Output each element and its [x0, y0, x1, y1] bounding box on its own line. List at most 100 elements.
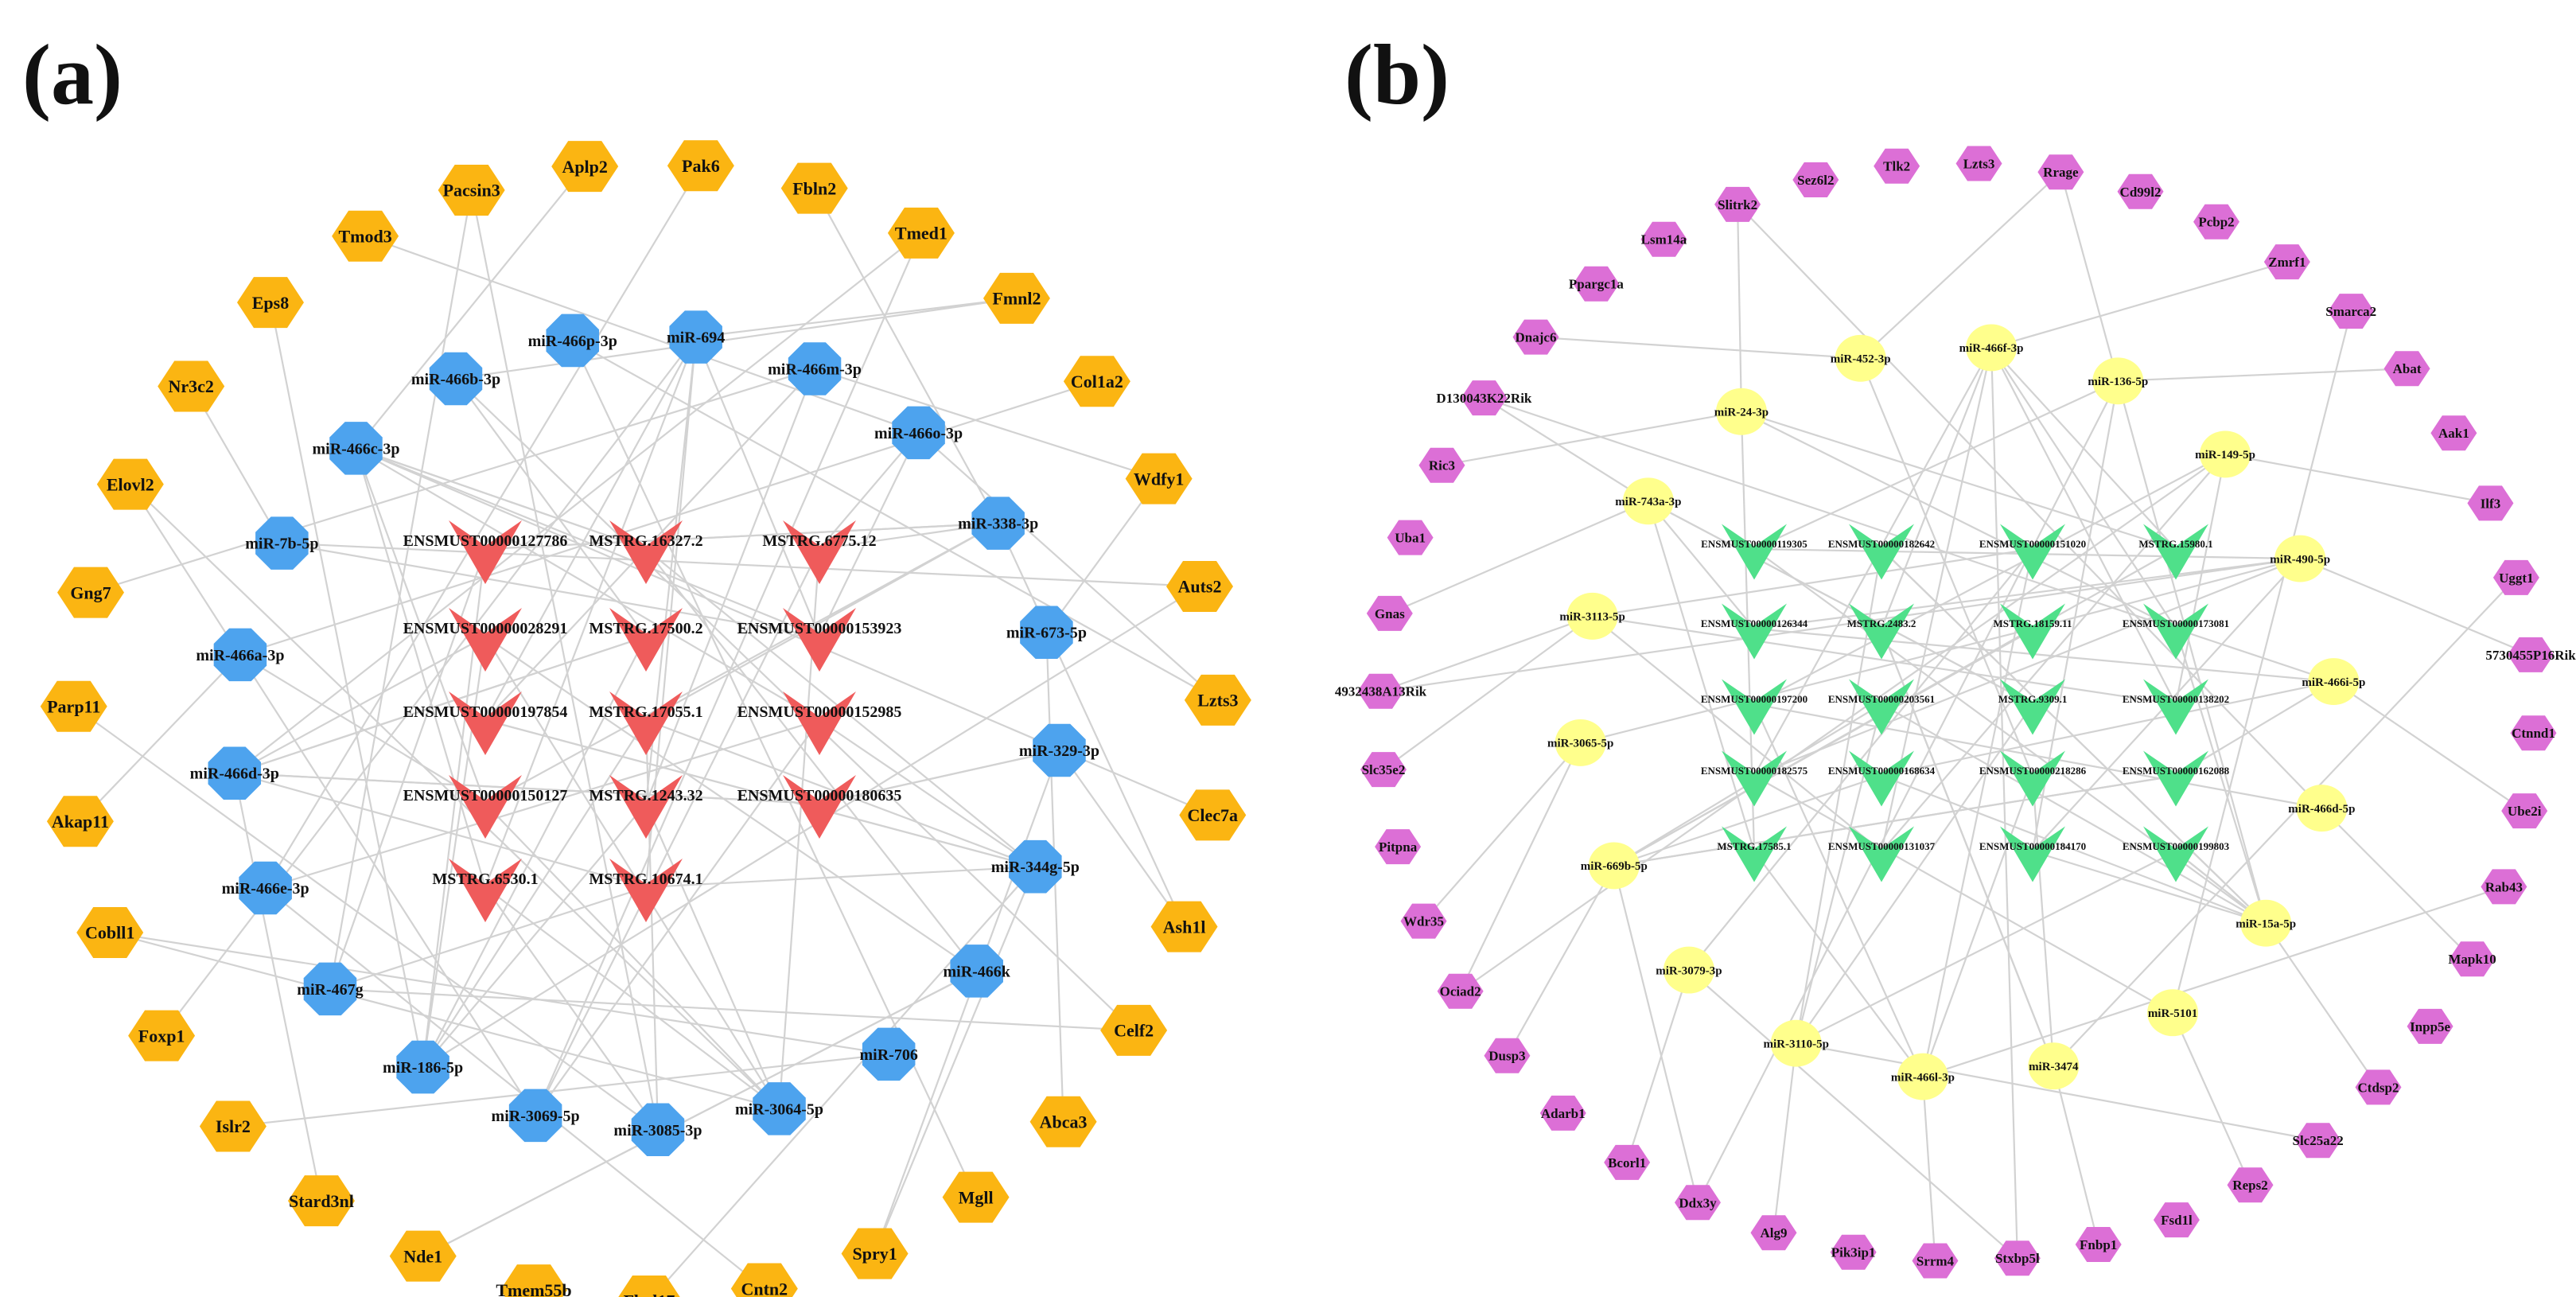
mirna-node: miR-673-5p — [1006, 606, 1087, 660]
mrna-label: Ppargc1a — [1569, 277, 1624, 292]
mrna-label: Mapk10 — [2448, 952, 2496, 967]
lncrna-label: ENSMUST00000162088 — [2123, 765, 2230, 777]
edge-lnc-mirna — [484, 636, 978, 972]
edge-mirna-mrna — [1922, 886, 2504, 1078]
mirna-node: miR-3474 — [2028, 1042, 2080, 1090]
mrna-shape — [983, 272, 1050, 324]
edge-mirna-mrna — [2299, 558, 2531, 656]
mrna-node: Ppargc1a — [1569, 266, 1624, 302]
mrna-label: Lzts3 — [1197, 691, 1238, 711]
mrna-label: Ddx3y — [1679, 1195, 1717, 1210]
mirna-shape — [1897, 1053, 1948, 1100]
lncrna-shape — [609, 691, 683, 755]
mrna-label: Stard3nl — [289, 1191, 354, 1211]
edge-lnc-mirna — [455, 378, 647, 637]
edge-lnc-mirna — [1753, 703, 1924, 1077]
mirna-shape — [2028, 1042, 2080, 1090]
edge-mirna-mrna — [1380, 557, 2301, 692]
mrna-node: Parp11 — [40, 680, 107, 732]
mirna-node: miR-466m-3p — [768, 342, 862, 395]
edge-mirna-mrna — [2333, 680, 2525, 812]
lncrna-shape — [1849, 826, 1914, 882]
lncrna-shape — [1849, 603, 1914, 660]
lncrna-shape — [609, 859, 683, 922]
mrna-label: Gng7 — [70, 582, 111, 602]
lncrna-label: ENSMUST00000173081 — [2123, 617, 2229, 629]
mrna-shape — [1874, 148, 1920, 184]
edge-mirna-mrna — [1737, 204, 2323, 809]
mirna-label: miR-136-5p — [2088, 376, 2148, 388]
mirna-shape — [1835, 334, 1886, 382]
mrna-shape — [1357, 673, 1404, 709]
mirna-shape — [753, 1082, 806, 1135]
mirna-label: miR-5101 — [2148, 1007, 2198, 1020]
edge-mirna-mrna — [1058, 750, 1185, 928]
mirna-node: miR-7b-5p — [245, 516, 318, 570]
edge-lnc-mirna — [1796, 851, 2177, 1045]
mrna-shape — [500, 1264, 567, 1297]
mrna-node: Fsd1l — [2153, 1202, 2200, 1238]
mrna-node: Alg9 — [1750, 1215, 1797, 1251]
mrna-shape — [1437, 973, 1484, 1009]
edge-lnc-mirna — [2174, 454, 2227, 705]
lncrna-shape — [1722, 679, 1787, 735]
mrna-label: D130043K22Rik — [1436, 391, 1532, 406]
mrna-node: Pik3ip1 — [1830, 1234, 1877, 1270]
mirna-node: miR-3085-3p — [613, 1103, 702, 1157]
mrna-label: Tlk2 — [1883, 159, 1910, 174]
mrna-label: Tmem55b — [496, 1280, 571, 1297]
edge-mirna-mrna — [1626, 969, 1690, 1163]
mrna-label: Sez6l2 — [1797, 173, 1834, 188]
lncrna-label: ENSMUST00000180635 — [737, 787, 902, 804]
edge-mirna-mrna — [1921, 1077, 1936, 1261]
mirna-node: miR-466a-3p — [196, 628, 284, 682]
lncrna-label: ENSMUST00000153923 — [737, 620, 902, 637]
mrna-shape — [1994, 1241, 2041, 1276]
mirna-shape — [788, 342, 842, 395]
mrna-shape — [730, 1263, 798, 1297]
mrna-node: Gnas — [1366, 595, 1413, 631]
mirna-shape — [631, 1103, 685, 1157]
lncrna-label: MSTRG.10674.1 — [589, 871, 702, 888]
mrna-label: Spry1 — [852, 1244, 897, 1264]
mrna-shape — [96, 458, 164, 510]
edge-lnc-mirna — [1753, 380, 2119, 550]
mrna-shape — [332, 210, 399, 262]
mrna-label: Ric3 — [1429, 458, 1455, 473]
mrna-label: Clec7a — [1188, 805, 1239, 825]
lncrna-shape — [449, 859, 522, 922]
mirna-label: miR-706 — [860, 1046, 918, 1064]
edge-lnc-mirna — [1795, 703, 1883, 1044]
edge-lnc-mirna — [1591, 615, 1882, 852]
edge-lnc-mirna — [1880, 347, 1993, 629]
edge-mirna-mrna — [1459, 742, 1582, 992]
mrna-shape — [2153, 1202, 2200, 1238]
mrna-label: Uggt1 — [2499, 571, 2533, 586]
edge-mirna-mrna — [2053, 577, 2517, 1067]
mrna-node: Fbxl17 — [618, 1275, 680, 1297]
lncrna-shape — [609, 520, 683, 584]
lncrna-node: ENSMUST00000028291 — [403, 608, 567, 672]
mrna-node: Tmed1 — [887, 207, 955, 259]
mrna-shape — [2355, 1069, 2402, 1105]
edge-mirna-mrna — [1697, 380, 2119, 1203]
mrna-node: Ctdsp2 — [2355, 1069, 2402, 1105]
lncrna-label: ENSMUST00000138202 — [2123, 693, 2229, 705]
lncrna-label: MSTRG.17500.2 — [589, 620, 702, 637]
mrna-shape — [46, 796, 114, 847]
mrna-node: Foxp1 — [128, 1010, 196, 1061]
edge-mirna-mrna — [651, 866, 1037, 1297]
edge-lnc-mirna — [1753, 558, 2301, 777]
lncrna-shape — [449, 775, 522, 839]
mrna-shape — [76, 907, 144, 959]
lncrna-shape — [2143, 679, 2208, 735]
mrna-shape — [551, 141, 619, 193]
mrna-node: Mgll — [942, 1171, 1010, 1223]
mrna-label: Nde1 — [403, 1246, 442, 1266]
mrna-node: Eps8 — [236, 277, 304, 329]
lncrna-label: ENSMUST00000168634 — [1828, 765, 1936, 777]
mrna-shape — [56, 567, 124, 618]
mrna-node: Slc35e2 — [1360, 752, 1407, 788]
edge-mirna-mrna — [1460, 453, 2226, 992]
